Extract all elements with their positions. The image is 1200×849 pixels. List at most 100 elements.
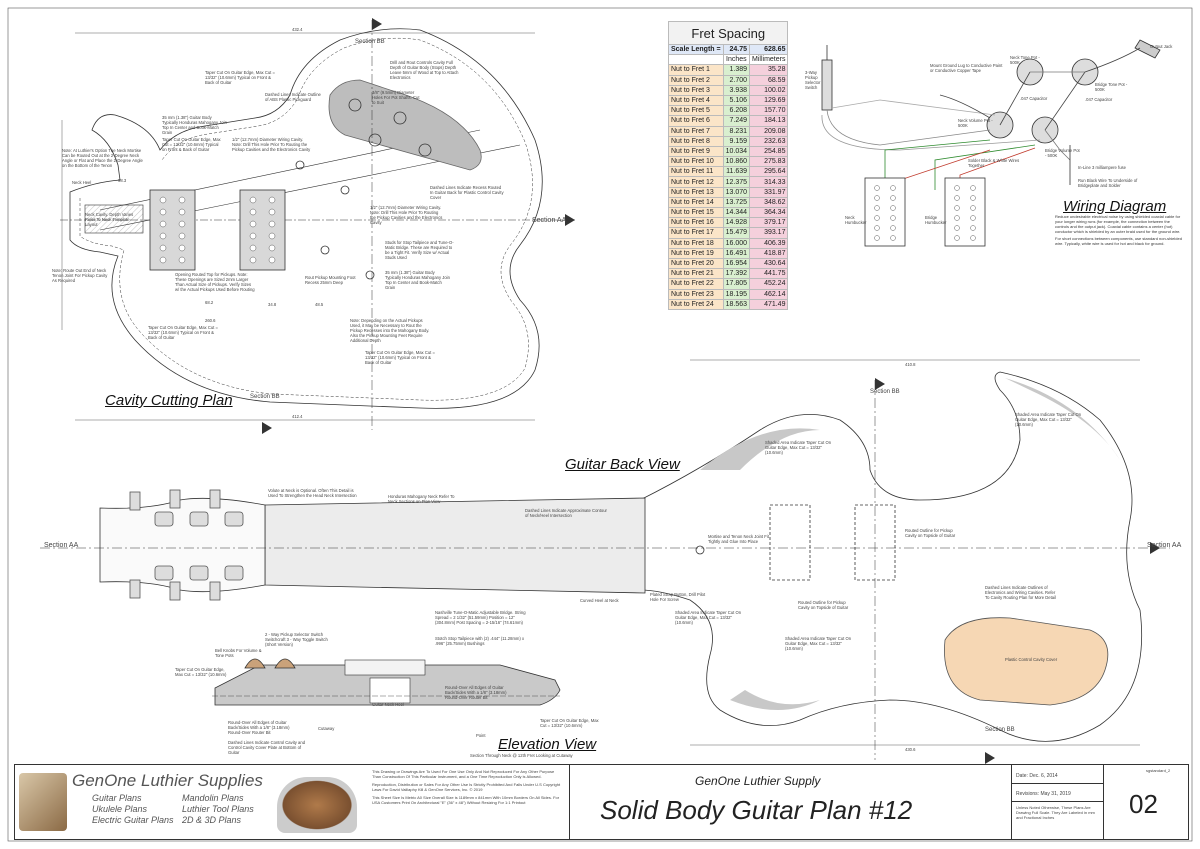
revision: Revisions: May 31, 2019 [1016, 791, 1071, 797]
fret-cell-mm: 129.69 [749, 94, 789, 107]
scale-length-inches: 24.75 [722, 43, 751, 56]
fret-cell-label: Nut to Fret 22 [668, 278, 724, 290]
back-note: Shaded Area Indicate Taper Cut On Guitar… [765, 440, 832, 455]
fret-cell-label: Nut to Fret 17 [668, 227, 724, 239]
wiring-label: Bridge Tone Pot - 500K [1095, 82, 1128, 92]
cavity-note: Opening Routed Top for Pickups. Note: Th… [175, 272, 255, 292]
back-note: Shaded Area Indicate Taper Cut On Guitar… [1015, 412, 1082, 427]
fret-cell-in: 13.725 [722, 196, 751, 209]
fret-cell-mm: 275.83 [749, 156, 789, 168]
fret-cell-mm: 471.49 [749, 298, 789, 310]
fret-cell-mm: 232.63 [749, 135, 789, 147]
plan-type: Electric Guitar Plans [92, 815, 174, 825]
fret-cell-mm: 295.64 [749, 166, 789, 178]
cavity-note: Taper Cut On Guitar Edge, Max Cut = 13/3… [162, 137, 221, 152]
fret-cell-in: 3.938 [722, 84, 751, 96]
cavity-note: Note: At Luthier's Option The Neck Morti… [62, 148, 143, 168]
fret-cell-in: 9.159 [722, 135, 751, 147]
elevation-view-drawing [212, 658, 561, 706]
section-aa-left: Section AA [44, 542, 79, 549]
fret-cell-in: 6.208 [722, 105, 751, 117]
dim-lower: 260.6 [205, 318, 216, 323]
cavity-note: Neck Heel [72, 180, 92, 185]
cavity-note: Taper Cut On Guitar Edge, Max Cut = 13/3… [148, 325, 218, 340]
wiring-diagram-drawing [821, 39, 1161, 247]
brand-cell: GenOne Luthier Supplies Guitar Plans Uku… [15, 765, 570, 839]
elev-note: Round-Over All Edges of Guitar Back/Side… [445, 685, 507, 700]
wiring-label: Output Jack [1150, 44, 1173, 49]
fret-cell-in: 8.231 [722, 125, 751, 137]
cavity-note: 1/2" (12.7mm) Diameter Wiring Cavity. No… [232, 137, 311, 152]
fret-cell-label: Nut to Fret 10 [668, 156, 724, 168]
fret-cell-label: Nut to Fret 9 [668, 145, 724, 158]
fret-cell-mm: 68.59 [749, 74, 789, 86]
fret-cell-in: 11.639 [722, 166, 751, 178]
fret-cell-label: Nut to Fret 19 [668, 247, 724, 259]
fret-cell-label: Nut to Fret 23 [668, 288, 724, 300]
dim-overall-bottom: 412.4 [292, 414, 303, 419]
fret-col-inches: Inches [722, 54, 751, 66]
section-bb-back-top: Section BB [870, 389, 900, 395]
section-bb-top: Section BB [355, 39, 385, 45]
fret-cell-mm: 35.28 [749, 64, 789, 76]
guitar-photo-right [277, 777, 357, 833]
back-note: Volute at Neck is Optional. Often This D… [268, 488, 357, 498]
section-bb-back-bottom: Section BB [985, 727, 1015, 733]
cavity-note: Rout Pickup Mounting Foot Recess 25mm De… [305, 275, 356, 285]
wiring-label: .047 Capacitor [1020, 96, 1048, 101]
elev-note: Stotch Stop Tailpiece with (2) .444" (11… [435, 636, 525, 646]
title-cell: GenOne Luthier Supply Solid Body Guitar … [570, 765, 1012, 839]
cavity-note: 1/2" (12.7mm) Diameter Wiring Cavity. No… [370, 205, 443, 225]
fret-cell-in: 14.344 [722, 206, 751, 219]
brand-name: GenOne Luthier Supplies [72, 771, 263, 790]
fret-cell-mm: 418.87 [749, 247, 789, 259]
scale-length-label: Scale Length = [668, 43, 724, 56]
fret-cell-mm: 406.39 [749, 237, 789, 249]
plan-type: Ukulele Plans [92, 804, 148, 814]
elev-note: Dashed Lines Indicate Control Cavity and… [228, 740, 306, 755]
sheet-number: 02 [1129, 789, 1158, 819]
fret-cell-in: 13.070 [722, 186, 751, 198]
elev-note: 2 - Way Pickup Selector Switch Switchcra… [265, 632, 328, 647]
elevation-subtitle: Section Through Neck @ 12th Fret Looking… [470, 753, 573, 758]
plan-type: Guitar Plans [92, 793, 142, 803]
fret-cell-in: 17.805 [722, 278, 751, 290]
plan-title: Solid Body Guitar Plan #12 [600, 795, 913, 825]
fret-col-mm: Millimeters [749, 54, 789, 66]
dim-pickup-gap: 34.8 [268, 302, 277, 307]
dim-back-top: 410.8 [905, 362, 916, 367]
fret-cell-in: 12.375 [722, 176, 751, 188]
plans-list-2: Mandolin Plans Luthier Tool Plans 2D & 3… [182, 793, 254, 826]
fret-cell-label: Nut to Fret 1 [668, 64, 724, 76]
bridge-humbucker [944, 177, 986, 247]
fret-col-blank [668, 54, 724, 66]
bridge-pickup-cavity [239, 189, 286, 271]
cavity-note: 3/8" (9.5mm) Diameter Holes For Pot Shaf… [372, 90, 420, 105]
elev-note: Point [476, 733, 486, 738]
fret-cell-label: Nut to Fret 4 [668, 94, 724, 107]
neck-pickup-cavity [149, 189, 196, 271]
cavity-note: 35 mm (1.38") Guitar Body Typically Hond… [385, 270, 450, 290]
wiring-label: Bridge Humbucker [925, 215, 947, 225]
back-note: Plated Strap Button, Drill Pilot Hole Fo… [650, 592, 706, 602]
dim-back-bottom: 430.6 [905, 747, 916, 752]
plan-type: Mandolin Plans [182, 793, 244, 803]
sheet-cell: sgstandard_2 02 [1104, 765, 1188, 839]
fret-cell-in: 2.700 [722, 74, 751, 86]
wiring-label: Solder Black & White Wires Together [968, 158, 1020, 168]
fret-cell-in: 5.106 [722, 94, 751, 107]
fret-cell-mm: 430.64 [749, 257, 789, 270]
fret-cell-label: Nut to Fret 21 [668, 268, 724, 280]
fret-cell-label: Nut to Fret 6 [668, 115, 724, 127]
fret-cell-label: Nut to Fret 8 [668, 135, 724, 147]
cavity-plan-body-outline [69, 28, 543, 409]
